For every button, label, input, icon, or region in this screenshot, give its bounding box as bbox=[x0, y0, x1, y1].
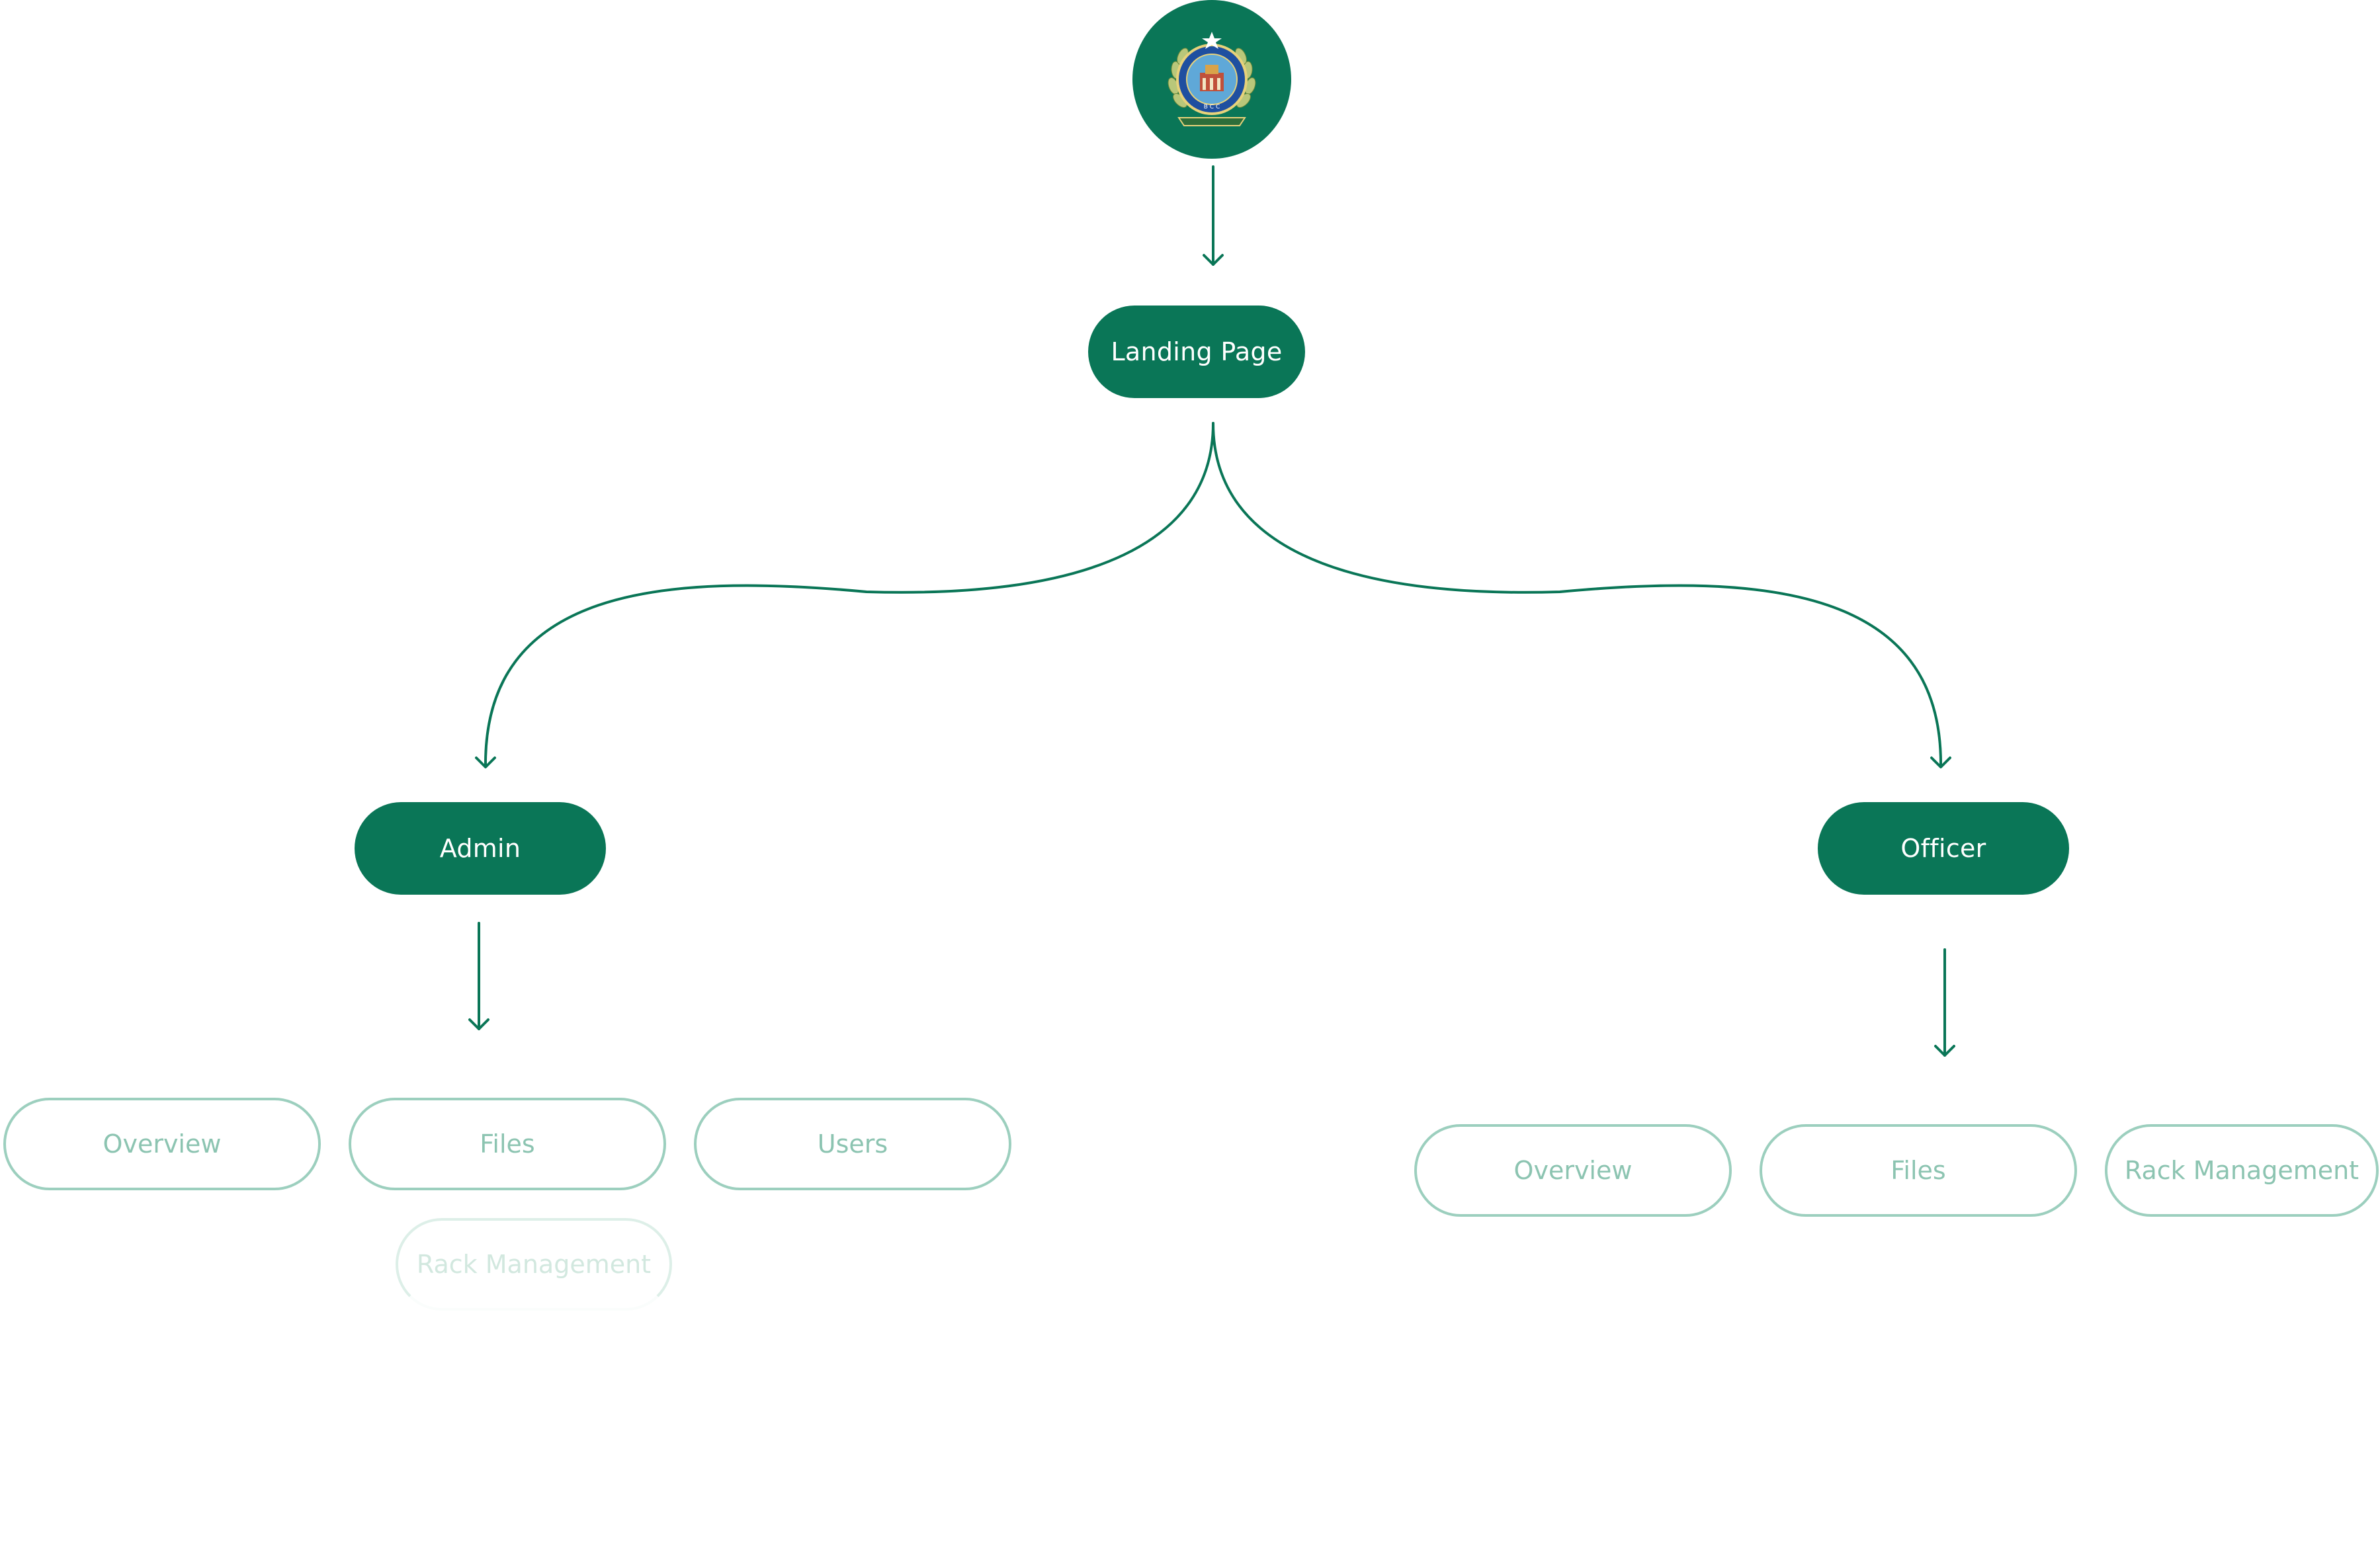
arrowhead-officer bbox=[1930, 756, 1951, 768]
landing-page-node[interactable]: Landing Page bbox=[1088, 306, 1305, 398]
logo-node: B C C bbox=[1132, 0, 1291, 159]
admin-node[interactable]: Admin bbox=[355, 802, 606, 895]
admin-page-files[interactable]: Files bbox=[349, 1098, 666, 1190]
officer-page-overview[interactable]: Overview bbox=[1414, 1124, 1732, 1217]
arrowhead-admin-pages bbox=[468, 1018, 489, 1030]
admin-page-users[interactable]: Users bbox=[694, 1098, 1011, 1190]
connector-landing-admin bbox=[484, 422, 1214, 767]
emblem-logo-icon: B C C bbox=[1168, 32, 1256, 126]
admin-page-overview[interactable]: Overview bbox=[3, 1098, 321, 1190]
admin-page-rack-management[interactable]: Rack Management bbox=[396, 1218, 672, 1311]
arrowhead-officer-pages bbox=[1934, 1045, 1955, 1057]
arrowhead-admin bbox=[475, 756, 496, 768]
arrowhead-landing bbox=[1203, 254, 1224, 266]
officer-page-files[interactable]: Files bbox=[1760, 1124, 2077, 1217]
officer-node[interactable]: Officer bbox=[1818, 802, 2069, 895]
officer-page-rack-management[interactable]: Rack Management bbox=[2105, 1124, 2379, 1217]
svg-text:B C C: B C C bbox=[1204, 104, 1220, 110]
connector-landing-officer bbox=[1212, 422, 1943, 767]
